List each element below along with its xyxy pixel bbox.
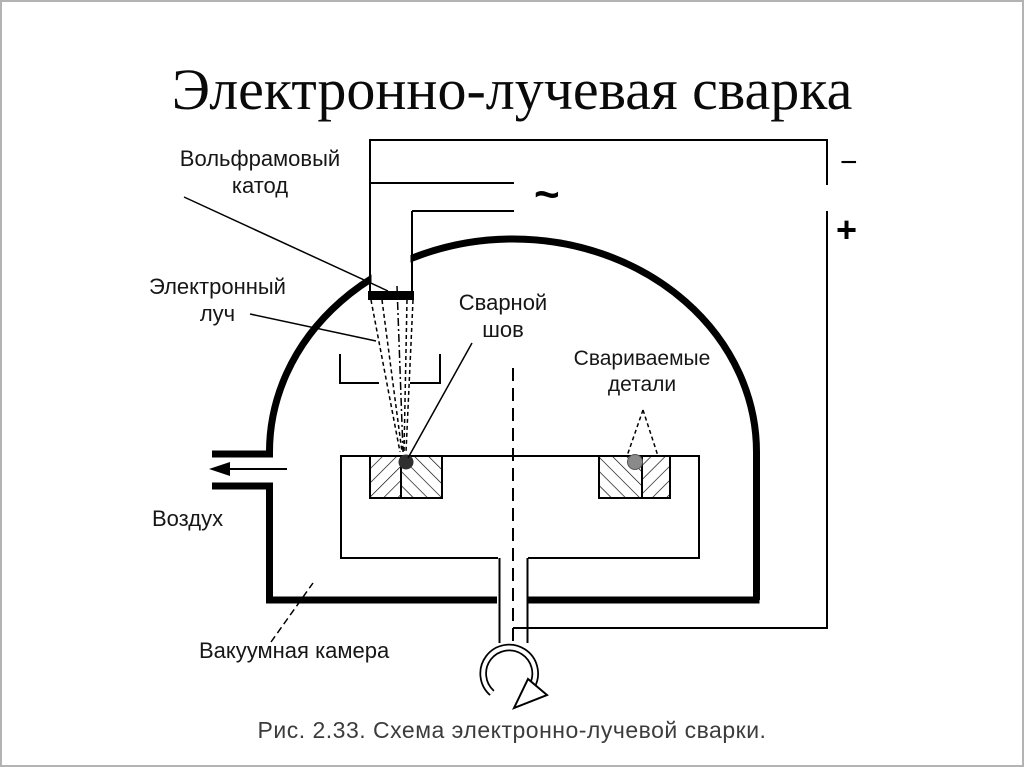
page-title: Электронно-лучевая сварка xyxy=(171,57,853,122)
chamber-dome-arc xyxy=(266,235,760,600)
air-arrowhead xyxy=(209,462,230,476)
table-shaft xyxy=(498,558,529,643)
beam-ray-outer-left xyxy=(370,299,401,453)
weld-spot-left xyxy=(398,454,414,470)
label-welded-parts: Свариваемые детали xyxy=(573,347,711,396)
leader-lines xyxy=(183,196,659,643)
chamber-leader-line xyxy=(270,582,314,643)
beam-ray-inner-right xyxy=(403,299,408,453)
left-part-a-hatch xyxy=(371,457,401,497)
welded-parts-left xyxy=(369,454,443,499)
tungsten-cathode-bar xyxy=(368,291,414,300)
beam-axis-ray xyxy=(396,285,404,453)
electron-beam-rays xyxy=(370,285,414,453)
focusing-electrode xyxy=(339,354,441,384)
power-circuit-wires xyxy=(369,139,828,629)
label-tungsten-cathode: Вольфрамовый катод xyxy=(179,146,341,198)
minus-terminal-symbol: − xyxy=(840,146,858,179)
label-weld-seam: Сварной шов xyxy=(458,290,548,342)
beam-ray-inner-left xyxy=(381,299,403,453)
parts-leader-right xyxy=(642,409,659,457)
rotation-arc-inner xyxy=(481,645,538,695)
beam-leader-line xyxy=(249,313,377,342)
plus-terminal-symbol: + xyxy=(836,209,858,250)
welded-parts-right xyxy=(598,454,671,499)
parts-leader-left xyxy=(626,409,644,457)
label-vacuum-chamber: Вакуумная камера xyxy=(199,638,390,663)
figure-caption: Рис. 2.33. Схема электронно-лучевой свар… xyxy=(257,717,767,743)
label-air: Воздух xyxy=(152,506,224,531)
rotation-arrow xyxy=(479,643,549,710)
seam-leader-line xyxy=(407,342,473,459)
ac-current-symbol: ~ xyxy=(534,170,560,219)
beam-ray-outer-right xyxy=(405,299,414,453)
cathode-column-mask xyxy=(371,230,411,294)
weld-spot-right xyxy=(627,454,643,470)
label-electron-beam: Электронный луч xyxy=(149,274,286,326)
rotation-arrowhead xyxy=(511,677,549,710)
vacuum-chamber-walls xyxy=(212,230,760,604)
cathode-leader-line xyxy=(183,196,389,292)
air-out-arrow xyxy=(209,462,287,476)
right-part-b-hatch xyxy=(642,457,669,497)
